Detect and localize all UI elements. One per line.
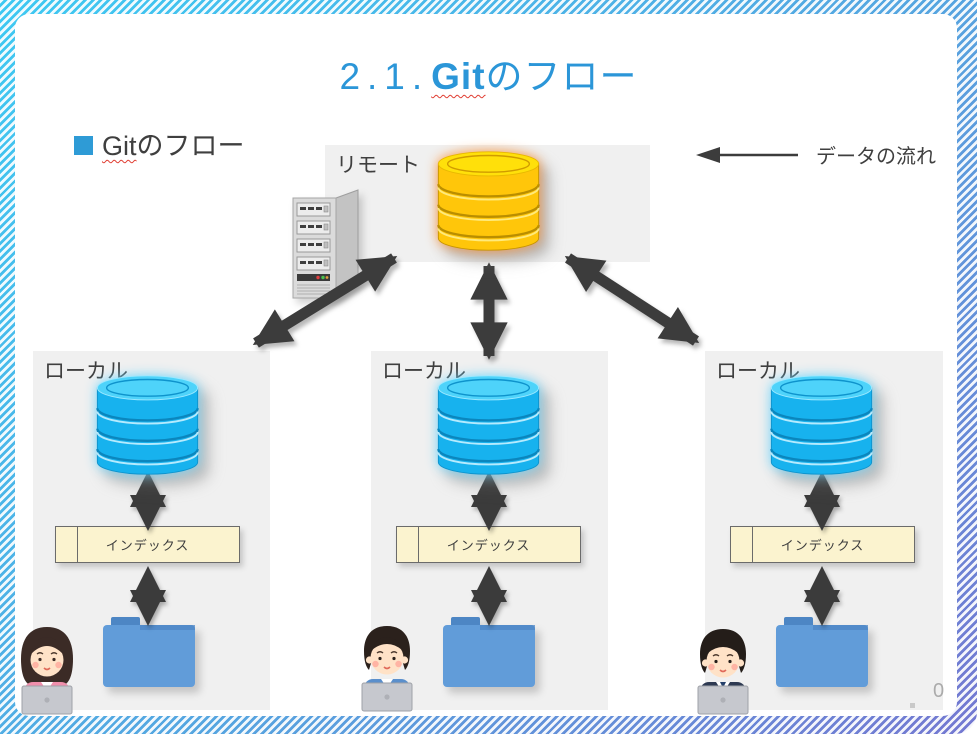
remote-label: リモート	[336, 154, 420, 177]
double-arrow-icon	[130, 471, 166, 531]
double-arrow-icon	[804, 471, 840, 531]
local-label-1: ローカル	[44, 360, 128, 383]
double-arrow-icon	[471, 471, 507, 531]
page-number: 0	[933, 680, 945, 702]
server-tower-icon	[292, 189, 359, 299]
handle-dot	[910, 703, 915, 708]
index-label-2: インデックス	[446, 538, 531, 553]
title-suffix: のフロー	[485, 56, 638, 97]
heading-text: Gitのフロー	[102, 124, 245, 163]
double-arrow-icon	[804, 566, 840, 626]
local-database-icon-1	[91, 373, 204, 477]
page-title: 2.1.Gitのフロー	[0, 46, 977, 100]
index-label-1: インデックス	[105, 538, 190, 553]
index-box-1: インデックス	[55, 526, 240, 563]
bullet-square-icon	[74, 135, 93, 155]
title-number: 2.1.	[339, 56, 430, 97]
title-keyword: Git	[431, 56, 486, 97]
folder-icon	[776, 617, 868, 687]
index-box-2: インデックス	[396, 526, 581, 563]
index-label-3: インデックス	[780, 538, 865, 553]
businessman-at-laptop-icon	[697, 629, 749, 715]
left-arrow-icon	[696, 146, 798, 163]
local-label-2: ローカル	[382, 360, 466, 383]
folder-icon	[443, 617, 535, 687]
local-database-icon-2	[432, 373, 545, 477]
local-label-3: ローカル	[716, 360, 800, 383]
remote-database-icon	[432, 149, 545, 253]
heading-suffix: のフロー	[136, 131, 245, 161]
double-arrow-icon	[130, 566, 166, 626]
legend-data-flow: データの流れ	[694, 140, 936, 169]
index-box-3: インデックス	[730, 526, 915, 563]
double-arrow-icon	[471, 566, 507, 626]
heading-keyword: Git	[102, 131, 137, 161]
section-heading: Gitのフロー	[74, 124, 245, 163]
local-database-icon-3	[765, 373, 878, 477]
folder-icon	[103, 617, 195, 687]
man-at-laptop-icon	[361, 626, 413, 712]
legend-label: データの流れ	[816, 146, 936, 168]
woman-at-laptop-icon	[21, 627, 73, 715]
